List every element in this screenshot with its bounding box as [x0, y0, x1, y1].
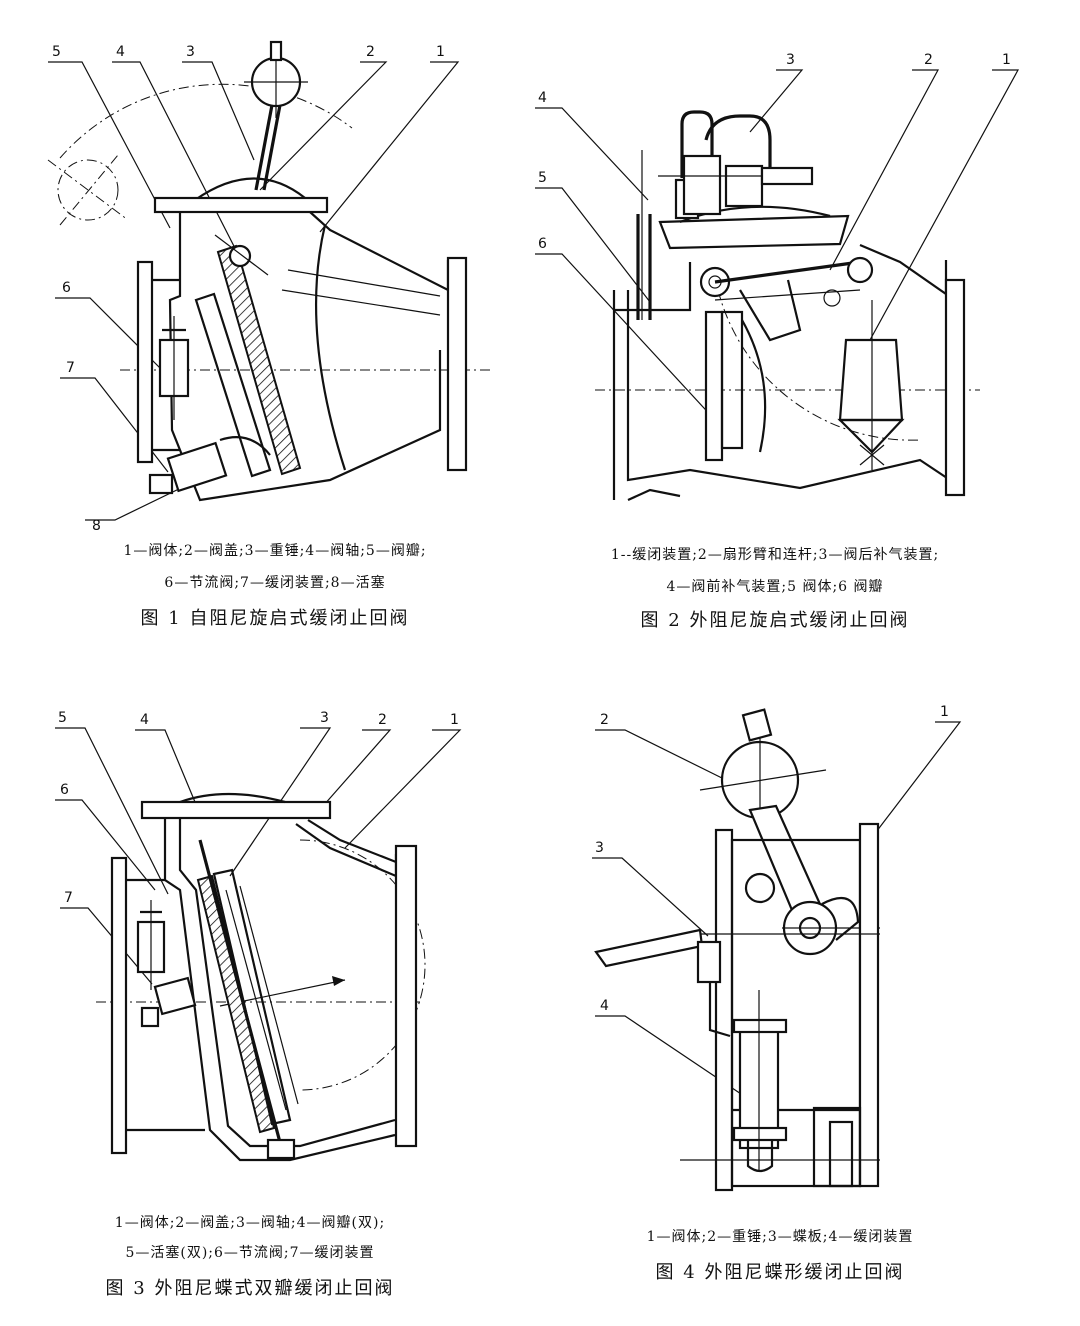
fig1-callout-leaders	[48, 61, 460, 521]
fig2-label-3: 3	[786, 52, 795, 68]
figure-4: 2 1 3 4 1—阀体;2—重锤;3—蝶板;4—缓闭装置 图 4 外阻尼蝶形缓…	[540, 690, 1080, 1326]
fig3-callout-labels: 5 4 3 2 1 6 7	[58, 710, 459, 906]
fig1-callout-labels: 5 4 3 2 1 6 7 8	[52, 44, 445, 534]
fig3-label-3: 3	[320, 710, 329, 726]
fig2-title: 图 2 外阻尼旋启式缓闭止回阀	[640, 610, 910, 631]
fig1-label-3: 3	[186, 44, 195, 60]
fig3-label-2: 2	[378, 712, 387, 728]
fig2-label-5: 5	[538, 170, 547, 186]
figure-2-drawing: 3 2 1 4 5 6	[535, 52, 1020, 502]
fig4-label-2: 2	[600, 712, 609, 728]
fig4-label-4: 4	[600, 998, 609, 1014]
fig4-callout-leaders	[592, 721, 962, 1101]
figure-3-drawing: 5 4 3 2 1 6 7	[55, 710, 462, 1162]
fig3-callout-leaders	[55, 727, 462, 985]
fig4-legend-line1: 1—阀体;2—重锤;3—蝶板;4—缓闭装置	[646, 1229, 914, 1245]
fig3-label-5: 5	[58, 710, 67, 726]
fig2-callout-labels: 3 2 1 4 5 6	[538, 52, 1011, 252]
figure-4-drawing: 2 1 3 4	[592, 704, 962, 1192]
fig4-title: 图 4 外阻尼蝶形缓闭止回阀	[655, 1262, 905, 1283]
fig1-label-1: 1	[436, 44, 445, 60]
fig2-label-2: 2	[924, 52, 933, 68]
fig2-label-6: 6	[538, 236, 547, 252]
fig1-label-4: 4	[116, 44, 125, 60]
fig4-callout-labels: 2 1 3 4	[595, 704, 949, 1014]
fig3-label-4: 4	[140, 712, 149, 728]
fig2-legend-line2: 4—阀前补气装置;5 阀体;6 阀瓣	[666, 579, 884, 595]
fig1-legend-line2: 6—节流阀;7—缓闭装置;8—活塞	[164, 575, 386, 591]
fig1-label-8: 8	[92, 518, 101, 534]
fig2-legend-line1: 1--缓闭装置;2—扇形臂和连杆;3—阀后补气装置;	[610, 547, 940, 563]
figure-1: 5 4 3 2 1 6 7 8 1—阀体;2—阀盖;3—重锤;4—阀轴;5—阀瓣…	[0, 0, 540, 640]
fig1-label-6: 6	[62, 280, 71, 296]
fig2-label-1: 1	[1002, 52, 1011, 68]
fig1-label-7: 7	[66, 360, 75, 376]
fig4-label-3: 3	[595, 840, 604, 856]
fig1-title: 图 1 自阻尼旋启式缓闭止回阀	[140, 608, 410, 629]
fig1-label-2: 2	[366, 44, 375, 60]
fig3-legend-line2: 5—活塞(双);6—节流阀;7—缓闭装置	[125, 1245, 375, 1261]
fig3-label-6: 6	[60, 782, 69, 798]
fig3-title: 图 3 外阻尼蝶式双瓣缓闭止回阀	[105, 1278, 395, 1299]
fig4-label-1: 1	[940, 704, 949, 720]
figure-3: 5 4 3 2 1 6 7 1—阀体;2—阀盖;3—阀轴;4—阀瓣(双); 5—…	[0, 690, 540, 1326]
fig2-label-4: 4	[538, 90, 547, 106]
figure-2: 3 2 1 4 5 6 1--缓闭装置;2—扇形臂和连杆;3—阀后补气装置; 4…	[535, 0, 1080, 640]
fig3-legend-line1: 1—阀体;2—阀盖;3—阀轴;4—阀瓣(双);	[114, 1215, 386, 1231]
fig2-callout-leaders	[535, 69, 1020, 421]
fig3-label-7: 7	[64, 890, 73, 906]
fig3-label-1: 1	[450, 712, 459, 728]
figure-1-drawing: 5 4 3 2 1 6 7 8	[47, 40, 490, 534]
fig1-legend-line1: 1—阀体;2—阀盖;3—重锤;4—阀轴;5—阀瓣;	[123, 543, 427, 559]
fig1-label-5: 5	[52, 44, 61, 60]
